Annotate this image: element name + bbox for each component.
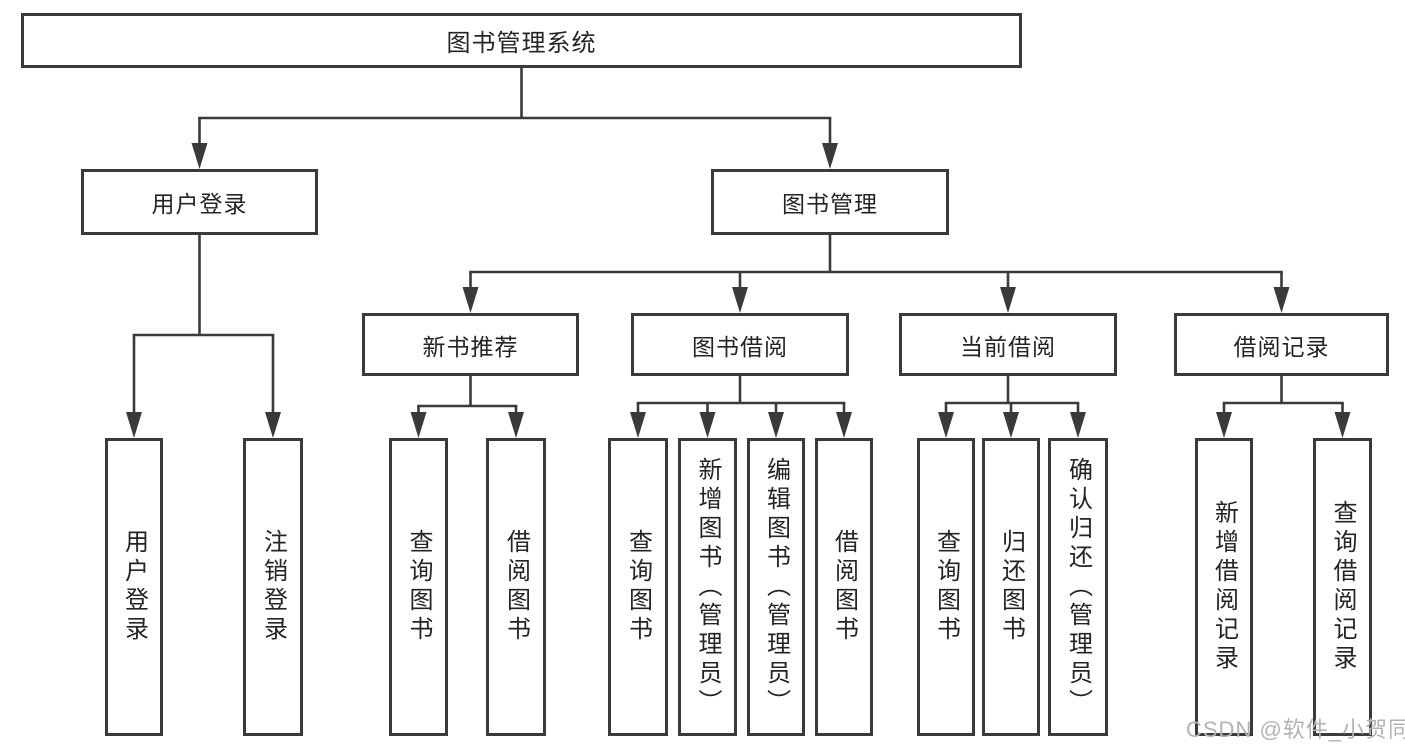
node-label: 查询图书 xyxy=(624,529,652,645)
leaf-records-query-record: 查询借阅记录 xyxy=(1313,438,1372,736)
node-label: 新书推荐 xyxy=(422,333,519,360)
node-current-borrowing: 当前借阅 xyxy=(899,313,1117,376)
leaf-current-return-books: 归还图书 xyxy=(982,438,1040,736)
node-label: 借阅图书 xyxy=(502,529,530,645)
node-label: 图书管理 xyxy=(782,191,878,217)
node-label: 图书借阅 xyxy=(692,333,788,360)
node-book-borrowing: 图书借阅 xyxy=(631,313,849,376)
node-label: 确认归还（管理员） xyxy=(1064,456,1092,718)
node-label: 用户登录 xyxy=(120,529,148,645)
node-label: 查询图书 xyxy=(405,529,432,645)
node-label: 新增图书（管理员） xyxy=(694,456,721,718)
node-label: 借阅图书 xyxy=(830,529,858,645)
leaf-current-confirm-return-admin: 确认归还（管理员） xyxy=(1048,438,1108,736)
node-label: 借阅记录 xyxy=(1233,333,1330,360)
node-borrowing-records: 借阅记录 xyxy=(1174,313,1389,376)
leaf-borrowing-edit-books-admin: 编辑图书（管理员） xyxy=(747,438,805,736)
leaf-recommend-query-books: 查询图书 xyxy=(389,438,448,736)
node-new-book-recommend: 新书推荐 xyxy=(362,313,579,376)
leaf-borrowing-borrow-books: 借阅图书 xyxy=(815,438,873,736)
node-library-system: 图书管理系统 xyxy=(21,13,1022,68)
leaf-borrowing-query-books: 查询图书 xyxy=(608,438,668,736)
node-label: 用户登录 xyxy=(151,191,248,217)
leaf-borrowing-add-books-admin: 新增图书（管理员） xyxy=(678,438,737,736)
leaf-current-query-books: 查询图书 xyxy=(917,438,975,736)
leaf-records-add-record: 新增借阅记录 xyxy=(1195,438,1253,736)
node-label: 注销登录 xyxy=(259,529,287,645)
leaf-logout: 注销登录 xyxy=(243,438,303,736)
node-label: 当前借阅 xyxy=(960,333,1056,360)
leaf-recommend-borrow-books: 借阅图书 xyxy=(486,438,546,736)
node-label: 归还图书 xyxy=(997,529,1025,645)
node-user-login: 用户登录 xyxy=(81,169,318,235)
node-label: 查询图书 xyxy=(932,529,960,645)
leaf-user-login: 用户登录 xyxy=(105,438,163,736)
node-book-management: 图书管理 xyxy=(711,169,949,235)
node-label: 查询借阅记录 xyxy=(1329,500,1356,674)
node-label: 新增借阅记录 xyxy=(1210,500,1238,674)
node-label: 图书管理系统 xyxy=(446,30,597,57)
node-label: 编辑图书（管理员） xyxy=(762,456,790,718)
